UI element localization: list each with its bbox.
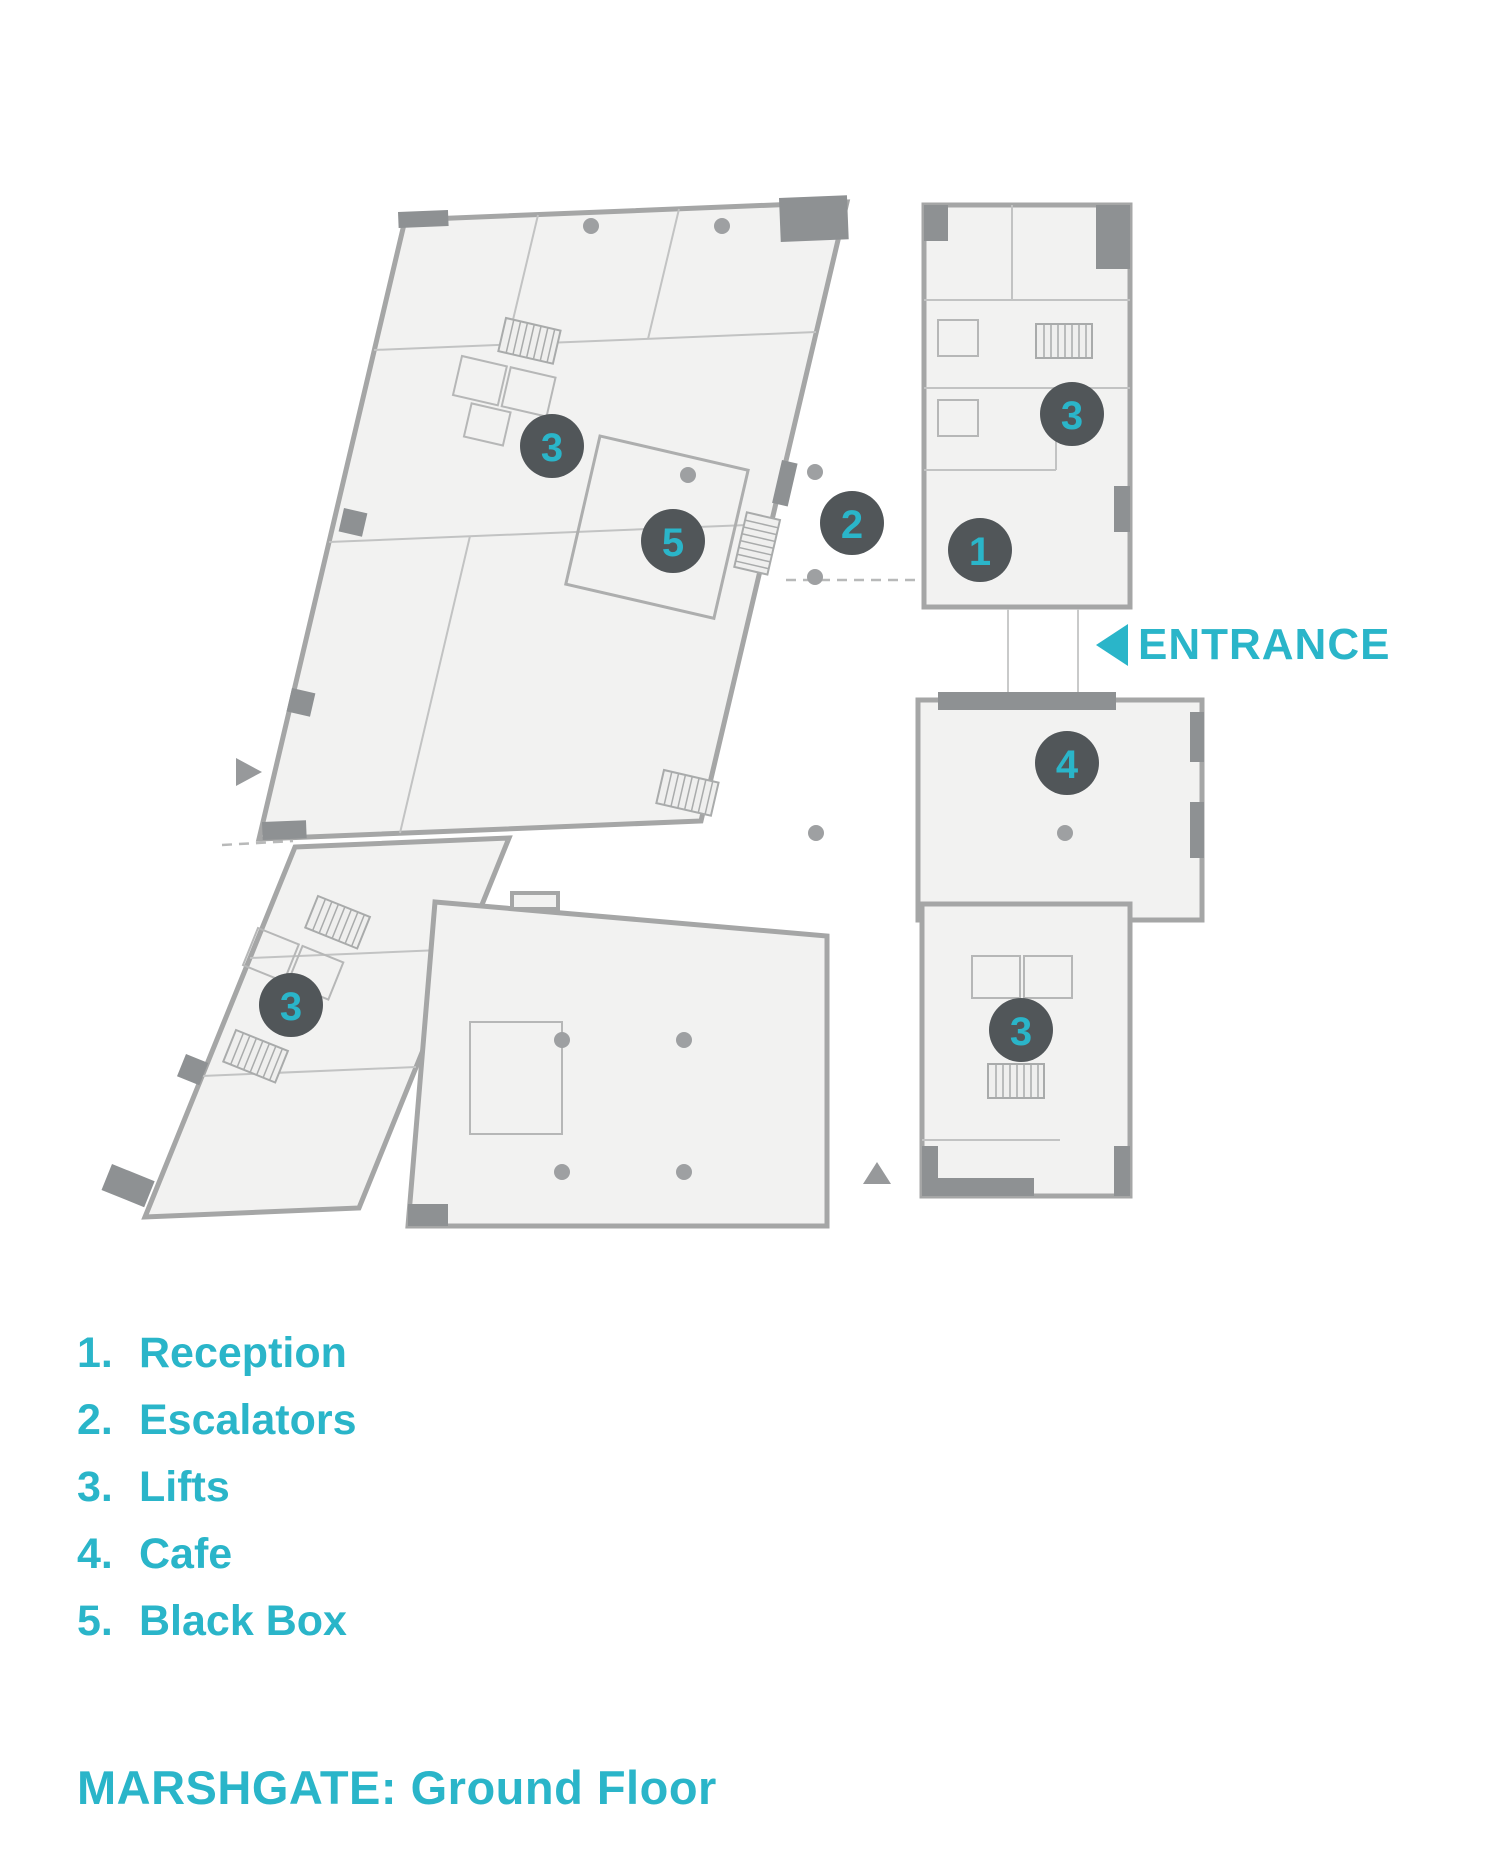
stairs-icon [1035, 323, 1093, 359]
marker-lifts-se-num: 3 [1010, 1010, 1032, 1054]
legend-item-escalators: 2. Escalators [77, 1387, 357, 1454]
black-box-room [564, 434, 750, 621]
wall-accents-se [922, 1146, 1130, 1196]
legend-label: Reception [139, 1329, 347, 1377]
wall-accents-cafe [938, 692, 1204, 858]
marker-reception-num: 1 [969, 530, 991, 574]
marker-black-box: 5 [641, 509, 705, 573]
marker-lifts-ne-num: 3 [1061, 394, 1083, 438]
legend-label: Lifts [139, 1463, 230, 1511]
marker-cafe-num: 4 [1056, 743, 1079, 787]
marker-black-box-num: 5 [662, 521, 684, 565]
legend-label: Escalators [139, 1396, 357, 1444]
stairs-icon [987, 1063, 1045, 1099]
marker-cafe: 4 [1035, 731, 1099, 795]
legend-num: 5. [77, 1597, 113, 1645]
legend-item-black-box: 5. Black Box [77, 1588, 357, 1655]
building-northwest [255, 195, 851, 842]
entrance-corridor [1007, 609, 1079, 698]
marker-escalators: 2 [820, 491, 884, 555]
entrance-label: ENTRANCE [1138, 620, 1391, 669]
marker-lifts-sw: 3 [259, 973, 323, 1037]
legend-item-reception: 1. Reception [77, 1320, 357, 1387]
wall-accents-sw [101, 1054, 209, 1208]
door-marker-icon [236, 758, 262, 786]
wall-accents-ne [924, 205, 1130, 532]
legend-label: Cafe [139, 1530, 233, 1578]
marker-lifts-se: 3 [989, 998, 1053, 1062]
building-cafe [915, 692, 1205, 923]
marker-lifts-nw-num: 3 [541, 426, 563, 470]
columns [554, 218, 1073, 1180]
markers: 3 5 2 3 1 4 3 3 [259, 382, 1104, 1062]
legend-num: 2. [77, 1396, 113, 1444]
marker-lifts-nw: 3 [520, 414, 584, 478]
lift-core-nw [451, 354, 557, 447]
legend: 1. Reception 2. Escalators 3. Lifts 4. C… [77, 1320, 357, 1655]
legend-num: 4. [77, 1530, 113, 1578]
marker-lifts-ne: 3 [1040, 382, 1104, 446]
marker-lifts-sw-num: 3 [280, 985, 302, 1029]
page-title: MARSHGATE: Ground Floor [77, 1761, 717, 1814]
legend-num: 3. [77, 1463, 113, 1511]
entrance-arrow-icon [1096, 624, 1128, 666]
legend-num: 1. [77, 1329, 113, 1377]
legend-item-lifts: 3. Lifts [77, 1454, 357, 1521]
marker-escalators-num: 2 [841, 503, 863, 547]
entrance-callout: ENTRANCE [1096, 620, 1390, 670]
legend-item-cafe: 4. Cafe [77, 1521, 357, 1588]
building-southwest [101, 835, 513, 1220]
marker-reception: 1 [948, 518, 1012, 582]
door-marker-icon [863, 1162, 891, 1184]
dashed-link [221, 839, 294, 847]
wall-accents-nw [262, 195, 849, 840]
legend-label: Black Box [139, 1597, 347, 1645]
building-south-hall [405, 891, 830, 1229]
